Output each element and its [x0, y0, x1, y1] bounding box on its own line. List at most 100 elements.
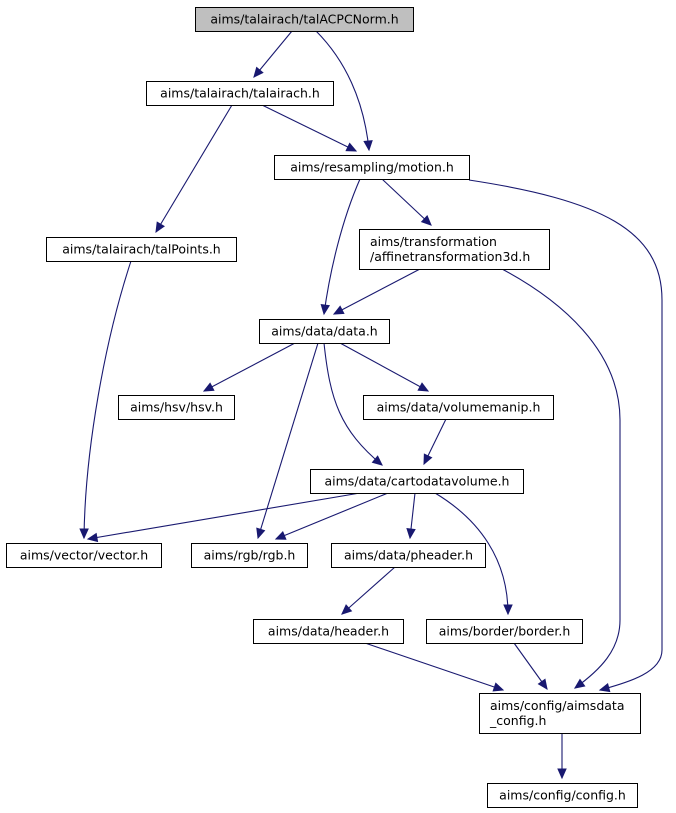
- edge-arrowhead: [202, 382, 215, 392]
- edge-arrowhead: [537, 678, 548, 691]
- edge-border-to-aimsdata_config: [513, 642, 548, 691]
- node-config[interactable]: aims/config/config.h: [487, 783, 638, 808]
- node-label: _config.h: [489, 713, 546, 728]
- edge-motion-to-data: [320, 178, 361, 316]
- node-box: [310, 469, 524, 494]
- edge-arrowhead: [557, 768, 567, 780]
- edge-line: [341, 566, 396, 615]
- edge-line: [203, 342, 296, 392]
- node-cartodatavolume[interactable]: aims/data/cartodatavolume.h: [310, 469, 524, 494]
- edge-line: [323, 178, 361, 315]
- edge-cartodatavolume-to-border: [434, 492, 513, 616]
- edges-layer: [79, 30, 663, 780]
- node-affine[interactable]: aims/transformation/affinetransformation…: [359, 229, 550, 270]
- node-talairach[interactable]: aims/talairach/talairach.h: [146, 81, 334, 106]
- node-box: [6, 543, 162, 568]
- edge-line: [323, 342, 383, 466]
- node-label: aims/talairach/talairach.h: [160, 86, 320, 101]
- node-label: aims/talairach/talPoints.h: [62, 242, 220, 257]
- node-label: aims/config/config.h: [499, 788, 626, 803]
- edge-line: [257, 342, 319, 539]
- node-hsv[interactable]: aims/hsv/hsv.h: [118, 395, 235, 420]
- node-header[interactable]: aims/data/header.h: [253, 619, 404, 644]
- node-label: aims/rgb/rgb.h: [204, 548, 296, 563]
- nodes-layer: aims/talairach/talACPCNorm.h aims/talaira…: [6, 7, 641, 808]
- edge-motion-to-aimsdata_config: [468, 179, 663, 693]
- edge-header-to-aimsdata_config: [364, 642, 505, 692]
- node-box: [259, 319, 390, 344]
- edge-line: [83, 260, 132, 539]
- edge-cartodatavolume-to-rgb: [274, 492, 389, 540]
- edge-line: [315, 30, 370, 151]
- node-box: [359, 229, 550, 270]
- node-box: [331, 543, 486, 568]
- edge-line: [468, 179, 663, 691]
- edge-line: [155, 104, 233, 233]
- node-box: [479, 693, 641, 734]
- edge-arrowhead: [598, 682, 611, 693]
- edge-line: [339, 342, 429, 392]
- edge-data-to-cartodatavolume: [323, 342, 383, 466]
- node-box: [46, 237, 237, 262]
- edge-cartodatavolume-to-vector: [86, 492, 361, 543]
- edge-arrowhead: [155, 221, 165, 234]
- node-talpoints[interactable]: aims/talairach/talPoints.h: [46, 237, 237, 262]
- node-box: [191, 543, 308, 568]
- node-data[interactable]: aims/data/data.h: [259, 319, 390, 344]
- edge-arrowhead: [503, 604, 513, 616]
- edge-arrowhead: [417, 382, 430, 392]
- node-border[interactable]: aims/border/border.h: [426, 619, 583, 644]
- edge-talairach-to-talpoints: [155, 104, 233, 234]
- node-aimsdata_config[interactable]: aims/config/aimsdata_config.h: [479, 693, 641, 734]
- node-label: aims/data/pheader.h: [344, 548, 473, 563]
- edge-arrowhead: [406, 528, 416, 540]
- edge-line: [333, 268, 421, 315]
- node-box: [274, 155, 470, 180]
- node-rgb[interactable]: aims/rgb/rgb.h: [191, 543, 308, 568]
- node-talacpcnorm: aims/talairach/talACPCNorm.h: [195, 7, 414, 32]
- edge-affine-to-data: [332, 268, 421, 315]
- edge-line: [261, 104, 357, 152]
- node-label: aims/border/border.h: [439, 624, 571, 639]
- node-label: aims/resampling/motion.h: [290, 160, 454, 175]
- node-label: aims/transformation: [370, 234, 497, 249]
- edge-arrowhead: [363, 140, 373, 152]
- edge-arrowhead: [274, 530, 287, 540]
- edge-line: [275, 492, 389, 540]
- edge-aimsdata_config-to-config: [557, 733, 567, 780]
- edge-arrowhead: [420, 215, 432, 226]
- node-label: aims/talairach/talACPCNorm.h: [210, 12, 398, 27]
- edge-arrowhead: [320, 303, 331, 316]
- edge-line: [87, 492, 361, 540]
- edge-arrowhead: [423, 453, 433, 466]
- node-label: aims/data/data.h: [271, 324, 377, 339]
- edge-data-to-volumemanip: [339, 342, 430, 392]
- node-motion[interactable]: aims/resampling/motion.h: [274, 155, 470, 180]
- edge-talacpcnorm-to-motion: [315, 30, 373, 152]
- node-label: aims/data/volumemanip.h: [377, 400, 541, 415]
- edge-line: [253, 30, 293, 78]
- edge-cartodatavolume-to-pheader: [406, 492, 416, 540]
- edge-pheader-to-header: [341, 566, 396, 615]
- edge-arrowhead: [253, 66, 264, 78]
- node-box: [487, 783, 638, 808]
- edge-arrowhead: [86, 532, 99, 543]
- node-vector[interactable]: aims/vector/vector.h: [6, 543, 162, 568]
- node-label: aims/vector/vector.h: [20, 548, 148, 563]
- edge-line: [434, 492, 509, 615]
- edge-data-to-rgb: [256, 342, 319, 540]
- node-label: /affinetransformation3d.h: [370, 249, 530, 264]
- node-label: aims/hsv/hsv.h: [130, 400, 223, 415]
- edge-arrowhead: [492, 682, 505, 692]
- edge-talacpcnorm-to-talairach: [253, 30, 293, 78]
- node-box: [146, 81, 334, 106]
- node-volumemanip[interactable]: aims/data/volumemanip.h: [363, 395, 554, 420]
- edge-data-to-hsv: [202, 342, 296, 392]
- edge-line: [381, 178, 432, 226]
- node-box: [363, 395, 554, 420]
- node-label: aims/config/aimsdata: [490, 698, 624, 713]
- node-pheader[interactable]: aims/data/pheader.h: [331, 543, 486, 568]
- edge-line: [364, 642, 504, 691]
- node-box: [426, 619, 583, 644]
